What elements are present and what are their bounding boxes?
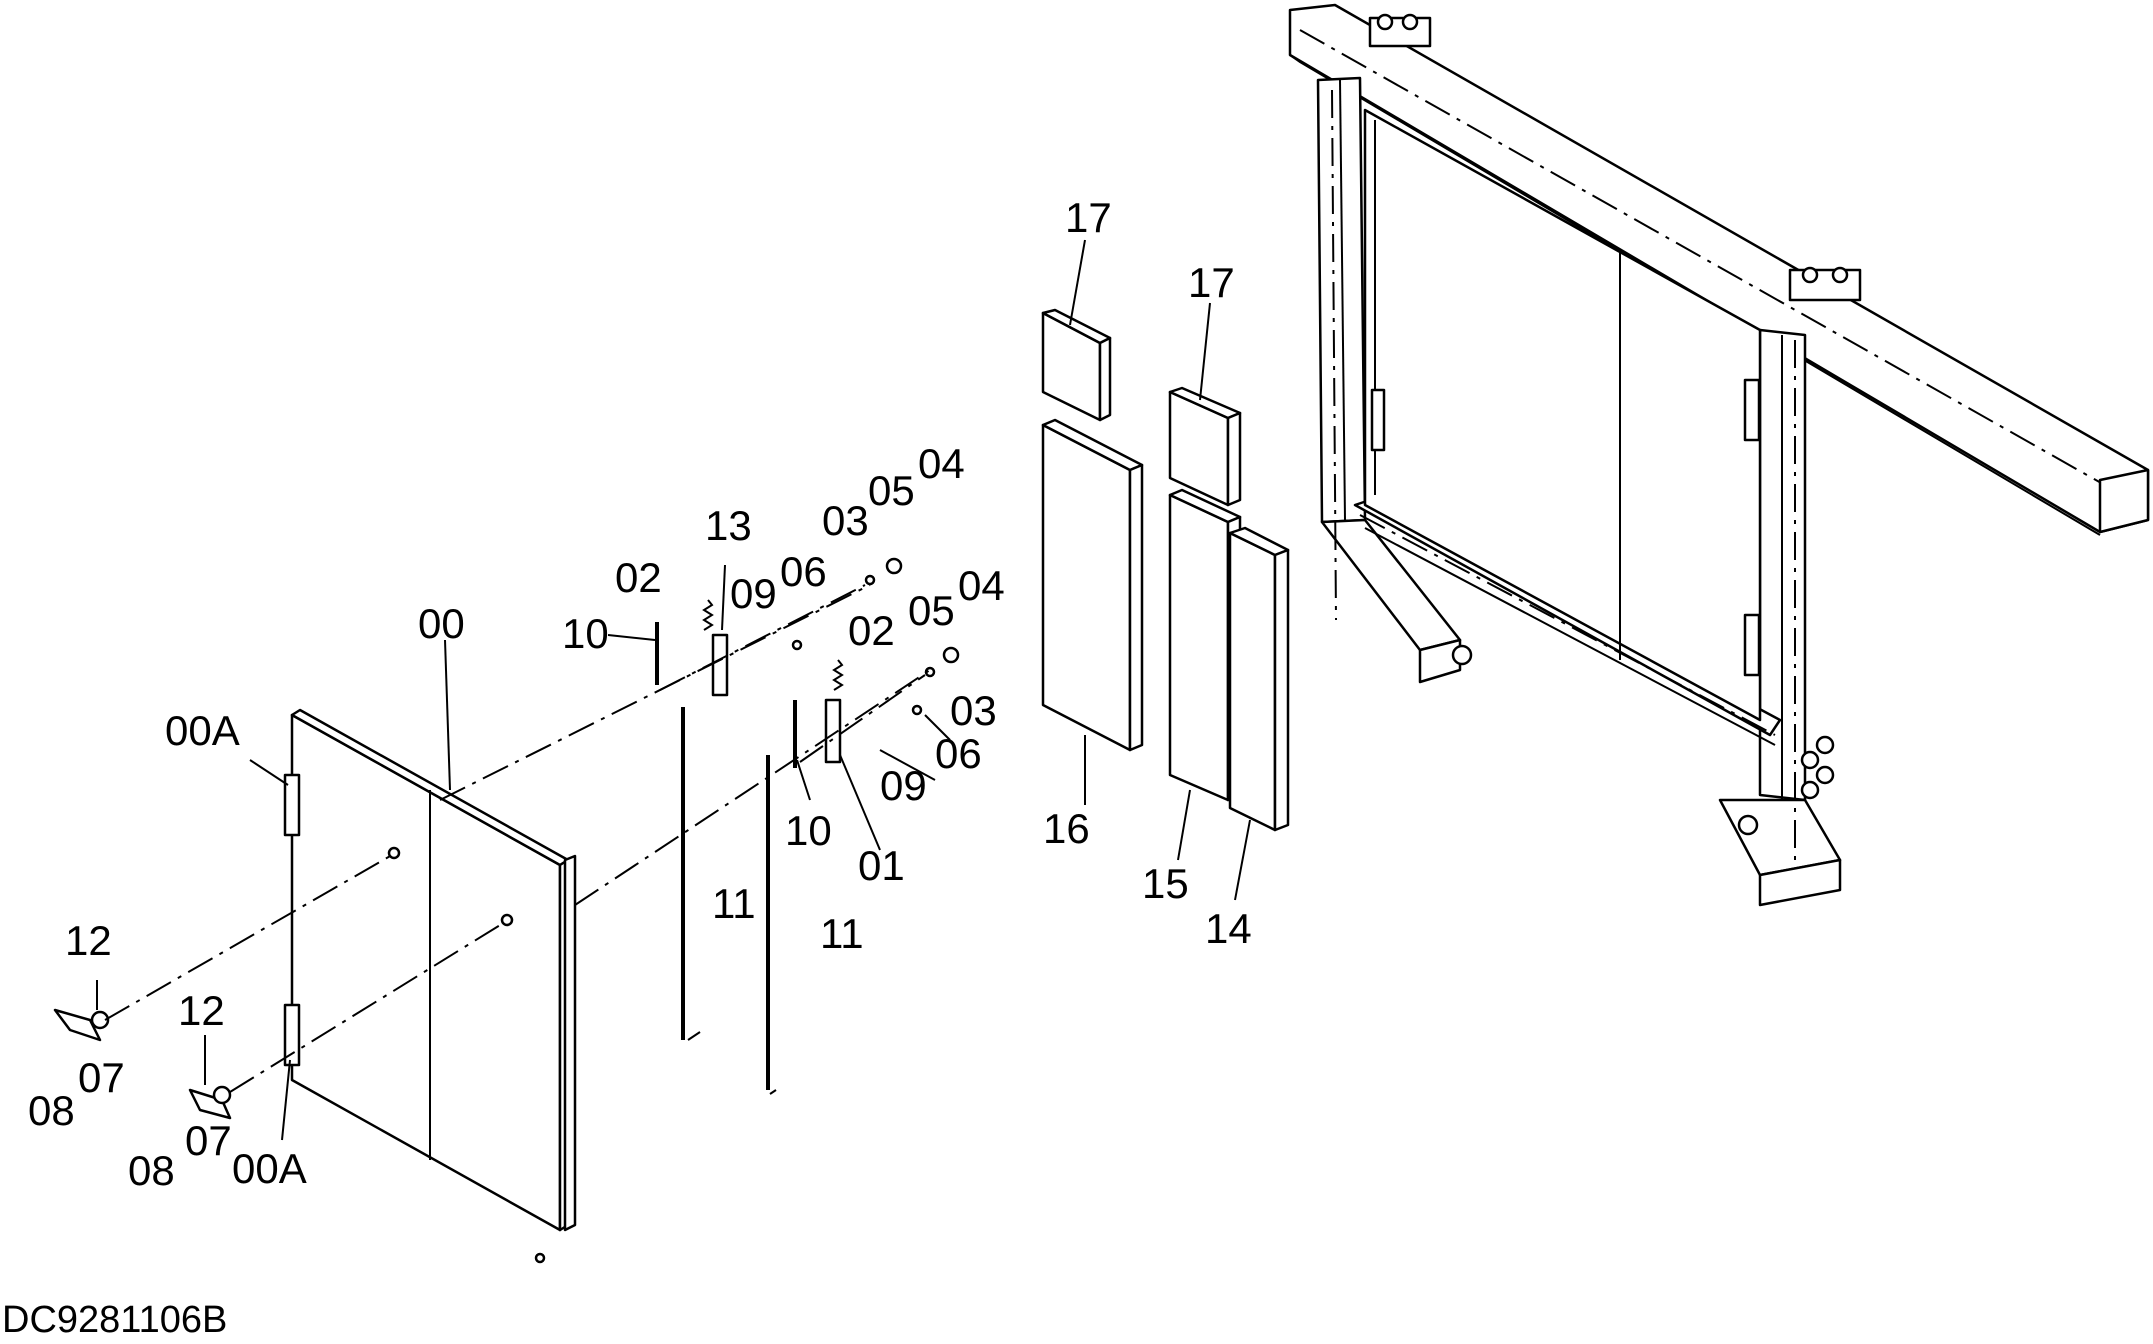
callout-08-top: 07 [78,1054,125,1101]
hinge-bottom [283,1003,301,1067]
callout-06-right: 06 [935,730,982,777]
hardware-parts [53,557,960,1120]
hinge-top [283,773,301,837]
frame-assembly [1288,3,2150,907]
callout-09-left: 09 [730,570,777,617]
callout-07-top: 08 [28,1087,75,1134]
callout-05-top: 05 [868,467,915,514]
insulation-panels [1041,308,1290,832]
panel-16 [1041,423,1132,752]
leader-lines [96,239,1251,1141]
handle-12-top [53,1008,102,1042]
callout-01: 01 [858,842,905,889]
callout-00a-bottom: 00A [232,1145,307,1192]
callout-02-right: 02 [848,607,895,654]
callout-07-bottom: 08 [128,1147,175,1194]
callout-02-left: 02 [615,554,662,601]
door-assembly [283,708,577,1264]
callout-15: 15 [1142,860,1189,907]
callout-13: 13 [705,502,752,549]
callout-00a-top: 00A [165,707,240,754]
callout-17-right: 17 [1188,259,1235,306]
callout-04-top: 04 [918,440,965,487]
handle-12-bottom [188,1088,232,1120]
callout-08-bottom: 07 [185,1117,232,1164]
drawing-code: DC9281106B [2,1299,227,1341]
panel-15 [1168,493,1230,802]
callout-06-top: 06 [780,548,827,595]
callout-04-mid: 04 [958,562,1005,609]
callout-labels: 17 17 16 15 14 00 00A 00A 13 02 10 09 06… [2,194,1252,1341]
callout-00: 00 [418,600,465,647]
callout-03-top: 03 [822,497,869,544]
callout-12-top: 12 [65,917,112,964]
callout-16: 16 [1043,805,1090,852]
callout-10-right: 10 [785,807,832,854]
assembly-lines [104,584,931,1093]
callout-09-right: 09 [880,762,927,809]
callout-11-right: 11 [820,910,864,957]
callout-05-mid: 05 [908,587,955,634]
panel-14 [1228,531,1277,832]
door-panel [290,713,562,1232]
latch-bracket-01 [824,698,842,764]
callout-10-left: 10 [562,610,609,657]
latch-bracket-13 [711,633,729,697]
callout-11-left: 11 [712,880,756,927]
callout-12-bottom: 12 [178,987,225,1034]
callout-03-right: 03 [950,687,997,734]
callout-14: 14 [1205,905,1252,952]
callout-17-left: 17 [1065,194,1112,241]
